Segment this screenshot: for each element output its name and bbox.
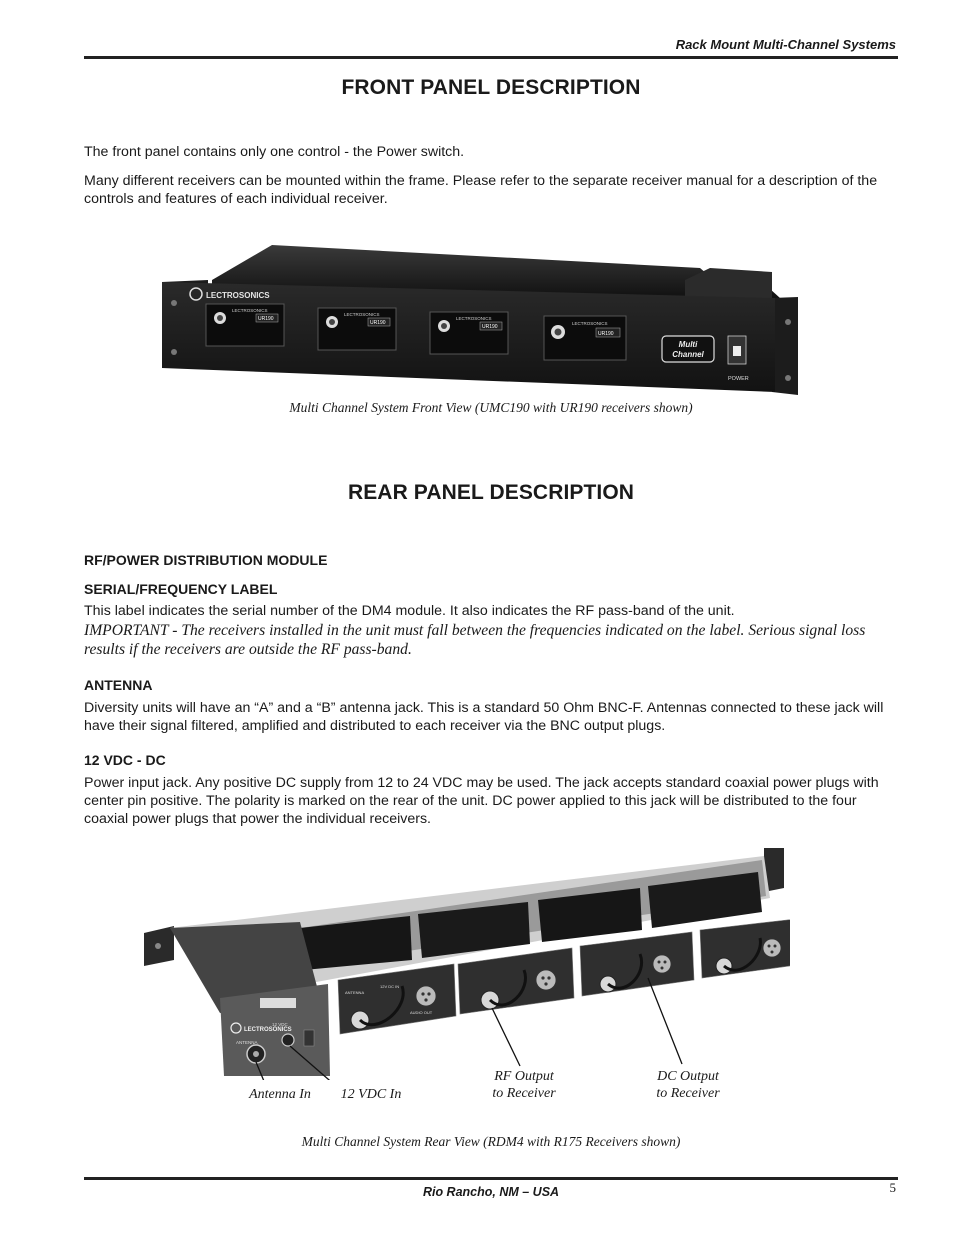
svg-text:Multi: Multi bbox=[679, 340, 698, 349]
callout-rf-output: RF Output to Receiver bbox=[492, 1069, 556, 1101]
dc-subheading: 12 VDC - DC bbox=[84, 752, 166, 768]
receiver-module: LECTROSONICS UR190 bbox=[429, 311, 509, 355]
svg-text:ANTENNA: ANTENNA bbox=[345, 990, 364, 995]
svg-text:12V DC IN: 12V DC IN bbox=[380, 984, 399, 989]
svg-text:UR190: UR190 bbox=[258, 316, 274, 322]
page-number: 5 bbox=[889, 1180, 897, 1195]
callout-dc-output: DC Output to Receiver bbox=[656, 1069, 720, 1101]
serial-label-text: This label indicates the serial number o… bbox=[84, 603, 735, 619]
dc-text: Power input jack. Any positive DC supply… bbox=[84, 775, 879, 827]
header-rule bbox=[84, 56, 898, 59]
rear-brand-label: LECTROSONICS bbox=[244, 1027, 292, 1033]
rf-power-subheading: RF/POWER DISTRIBUTION MODULE bbox=[84, 552, 328, 568]
running-header: Rack Mount Multi-Channel Systems bbox=[675, 37, 896, 52]
svg-text:UR190: UR190 bbox=[370, 320, 386, 326]
receiver-module: LECTROSONICS UR190 bbox=[317, 307, 397, 351]
svg-text:UR190: UR190 bbox=[482, 324, 498, 330]
svg-text:12 VDC: 12 VDC bbox=[272, 1022, 289, 1027]
front-panel-photo: LECTROSONICS LECTROSONICS UR190 LECTROSO… bbox=[162, 245, 798, 395]
svg-text:AUDIO OUT: AUDIO OUT bbox=[410, 1010, 433, 1015]
svg-text:LECTROSONICS: LECTROSONICS bbox=[572, 321, 608, 326]
footer-location: Rio Rancho, NM – USA bbox=[422, 1185, 560, 1199]
svg-text:LECTROSONICS: LECTROSONICS bbox=[456, 316, 492, 321]
svg-text:Channel: Channel bbox=[672, 350, 704, 359]
receiver-module: LECTROSONICS UR190 bbox=[543, 315, 627, 361]
antenna-subheading: ANTENNA bbox=[84, 677, 153, 693]
multi-channel-badge bbox=[661, 335, 715, 363]
antenna-text: Diversity units will have an “A” and a “… bbox=[84, 700, 884, 734]
power-label: POWER bbox=[728, 376, 749, 382]
footer-rule bbox=[84, 1177, 898, 1180]
dc-jack bbox=[281, 1033, 295, 1047]
important-note: IMPORTANT - The receivers installed in t… bbox=[84, 622, 866, 658]
callout-antenna-in: Antenna In bbox=[249, 1087, 311, 1102]
front-paragraph-1: The front panel contains only one contro… bbox=[84, 144, 465, 160]
svg-text:LECTROSONICS: LECTROSONICS bbox=[232, 308, 268, 313]
serial-label-subheading: SERIAL/FREQUENCY LABEL bbox=[84, 581, 278, 597]
front-heading: FRONT PANEL DESCRIPTION bbox=[341, 76, 641, 99]
rear-panel-photo: LECTROSONICS ANTENNA 12 VDC ANTENNA 12V … bbox=[144, 848, 790, 1080]
svg-text:UR190: UR190 bbox=[598, 331, 614, 337]
front-brand-label: LECTROSONICS bbox=[206, 291, 270, 300]
svg-text:LECTROSONICS: LECTROSONICS bbox=[344, 312, 380, 317]
front-caption: Multi Channel System Front View (UMC190 … bbox=[289, 400, 693, 415]
rear-caption: Multi Channel System Rear View (RDM4 wit… bbox=[301, 1134, 681, 1149]
svg-text:ANTENNA: ANTENNA bbox=[236, 1040, 258, 1045]
receiver-module: LECTROSONICS UR190 bbox=[205, 303, 285, 347]
callout-12vdc-in: 12 VDC In bbox=[340, 1087, 402, 1102]
front-paragraph-2: Many different receivers can be mounted … bbox=[84, 173, 878, 207]
rear-heading: REAR PANEL DESCRIPTION bbox=[347, 481, 635, 504]
